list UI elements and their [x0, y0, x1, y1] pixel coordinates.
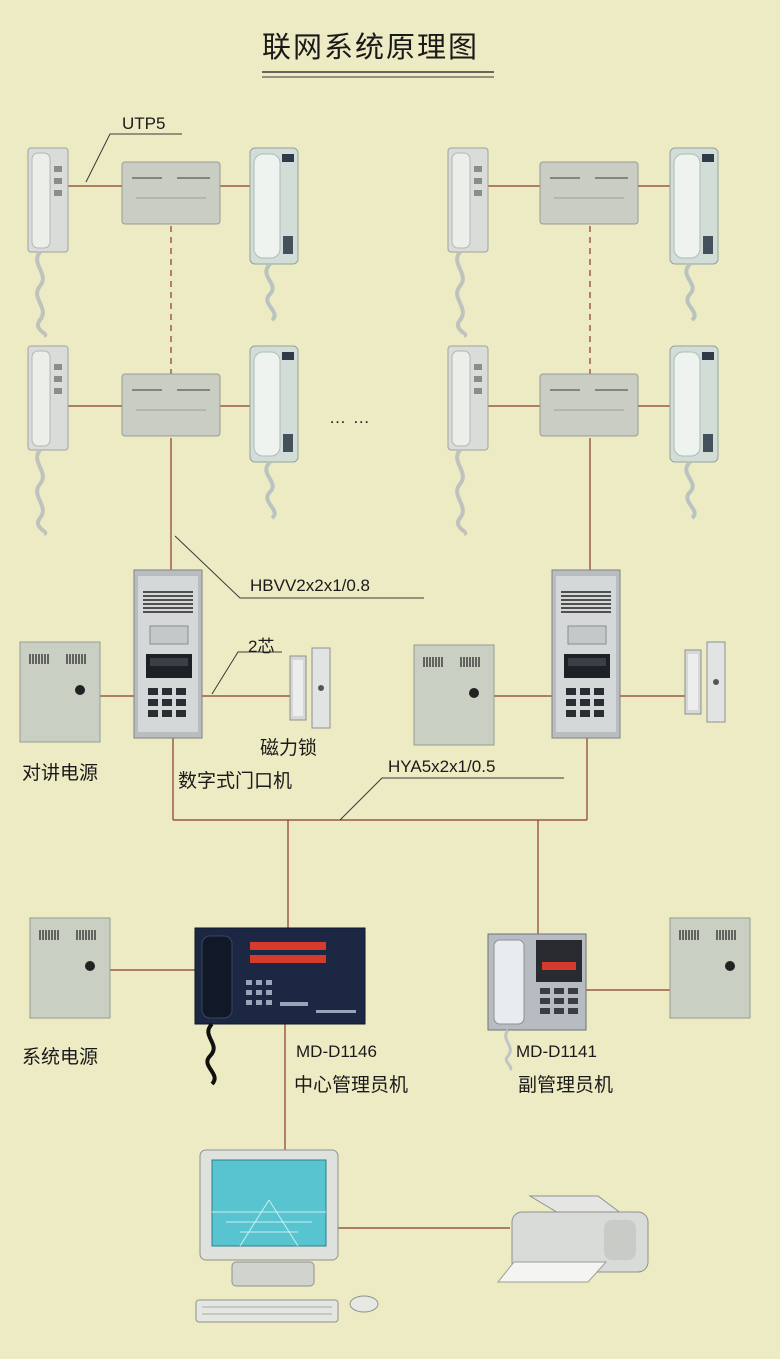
mag-lock-left — [289, 647, 331, 729]
decoder-1 — [121, 161, 221, 225]
sub-manager-unit — [487, 933, 587, 1072]
door-station-left — [133, 569, 203, 739]
system-power-label: 系统电源 — [22, 1046, 99, 1068]
intercom-power-left — [19, 641, 101, 743]
center-model-label: MD-D1146 — [296, 1042, 377, 1061]
indoor-unit-3 — [26, 344, 70, 536]
door-station-right — [551, 569, 621, 739]
handset-2 — [668, 146, 720, 322]
mag-lock-right — [684, 641, 726, 723]
door-station-label: 数字式门口机 — [178, 770, 293, 792]
intercom-power-label: 对讲电源 — [22, 762, 99, 784]
wiring — [68, 185, 685, 1229]
center-manager-unit — [194, 927, 366, 1086]
indoor-unit-2 — [446, 146, 490, 338]
decoder-3 — [121, 373, 221, 437]
decoder-2 — [539, 161, 639, 225]
handset-3 — [248, 344, 300, 520]
indoor-unit-4 — [446, 344, 490, 536]
lock-cable-label: 2芯 — [248, 637, 275, 656]
sub-power — [669, 917, 751, 1019]
indoor-unit-1 — [26, 146, 70, 338]
handset-1 — [248, 146, 300, 322]
ellipsis-label: … … — [329, 408, 371, 427]
bus-cable-label: HYA5x2x1/0.5 — [388, 757, 496, 776]
system-power — [29, 917, 111, 1019]
sub-name-label: 副管理员机 — [518, 1074, 614, 1096]
handset-4 — [668, 344, 720, 520]
sub-model-label: MD-D1141 — [516, 1042, 597, 1061]
mag-lock-label: 磁力锁 — [260, 737, 318, 759]
center-name-label: 中心管理员机 — [294, 1074, 409, 1096]
decoder-4 — [539, 373, 639, 437]
intercom-power-right — [413, 644, 495, 746]
utp-cable-label: UTP5 — [122, 114, 166, 133]
video-cable-label: HBVV2x2x1/0.8 — [250, 576, 371, 595]
page-title: 联网系统原理图 — [262, 30, 480, 64]
printer — [496, 1195, 649, 1283]
callouts — [85, 133, 564, 821]
computer — [195, 1149, 379, 1323]
